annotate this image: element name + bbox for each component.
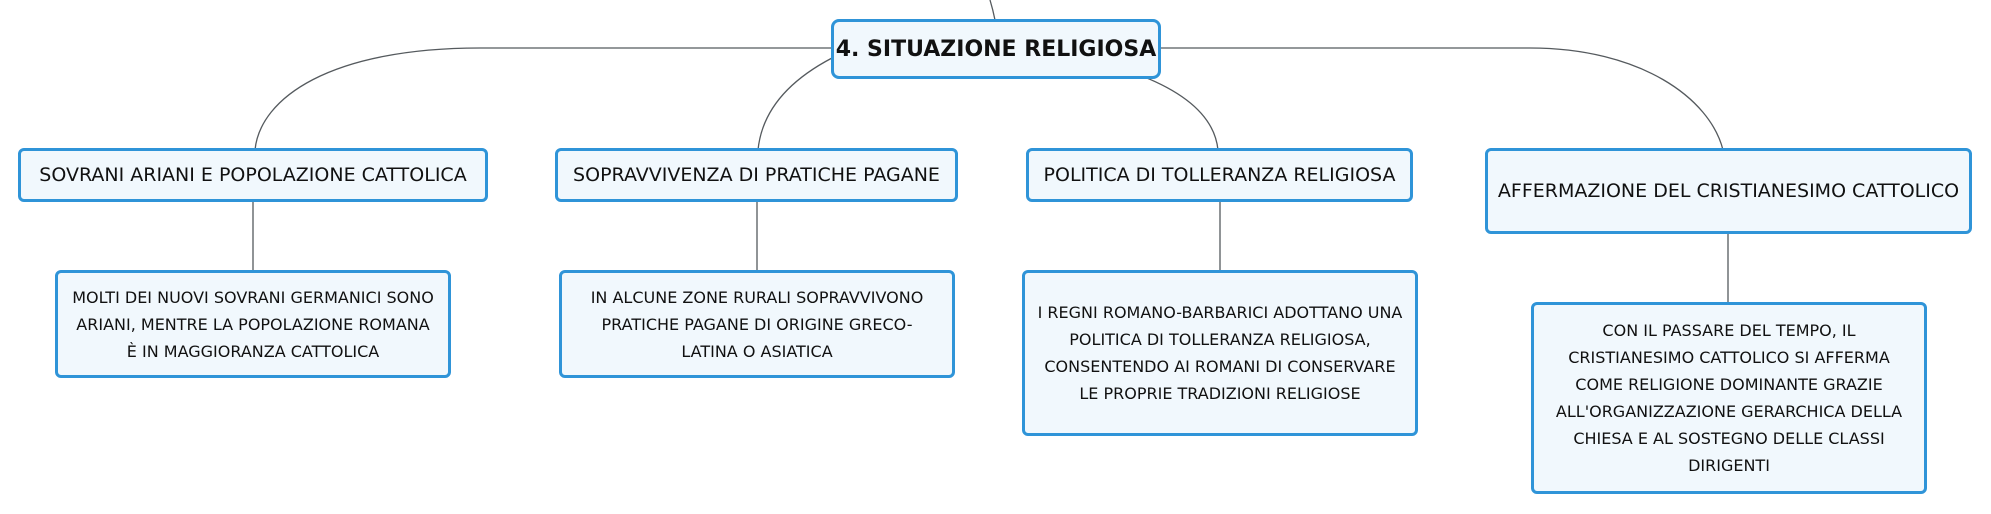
root-node[interactable]: 4. SITUAZIONE RELIGIOSA: [831, 19, 1161, 79]
branch-topic-2[interactable]: SOPRAVVIVENZA DI PRATICHE PAGANE: [555, 148, 958, 202]
branch-topic-1[interactable]: SOVRANI ARIANI E POPOLAZIONE CATTOLICA: [18, 148, 488, 202]
branch-topic-3[interactable]: POLITICA DI TOLLERANZA RELIGIOSA: [1026, 148, 1413, 202]
branch-detail-2[interactable]: IN ALCUNE ZONE RURALI SOPRAVVIVONO PRATI…: [559, 270, 955, 378]
branch-detail-3[interactable]: I REGNI ROMANO-BARBARICI ADOTTANO UNA PO…: [1022, 270, 1418, 436]
connector-root-branch-1: [254, 47, 834, 151]
branch-detail-4[interactable]: CON IL PASSARE DEL TEMPO, IL CRISTIANESI…: [1531, 302, 1927, 494]
branch-detail-1[interactable]: MOLTI DEI NUOVI SOVRANI GERMANICI SONO A…: [55, 270, 451, 378]
connector-root-branch-4: [1158, 47, 1724, 151]
connector-root-branch-3: [1141, 75, 1219, 151]
connector-parent-root: [989, 0, 996, 21]
connector-root-branch-2: [757, 57, 833, 151]
branch-topic-4[interactable]: AFFERMAZIONE DEL CRISTIANESIMO CATTOLICO: [1485, 148, 1972, 234]
